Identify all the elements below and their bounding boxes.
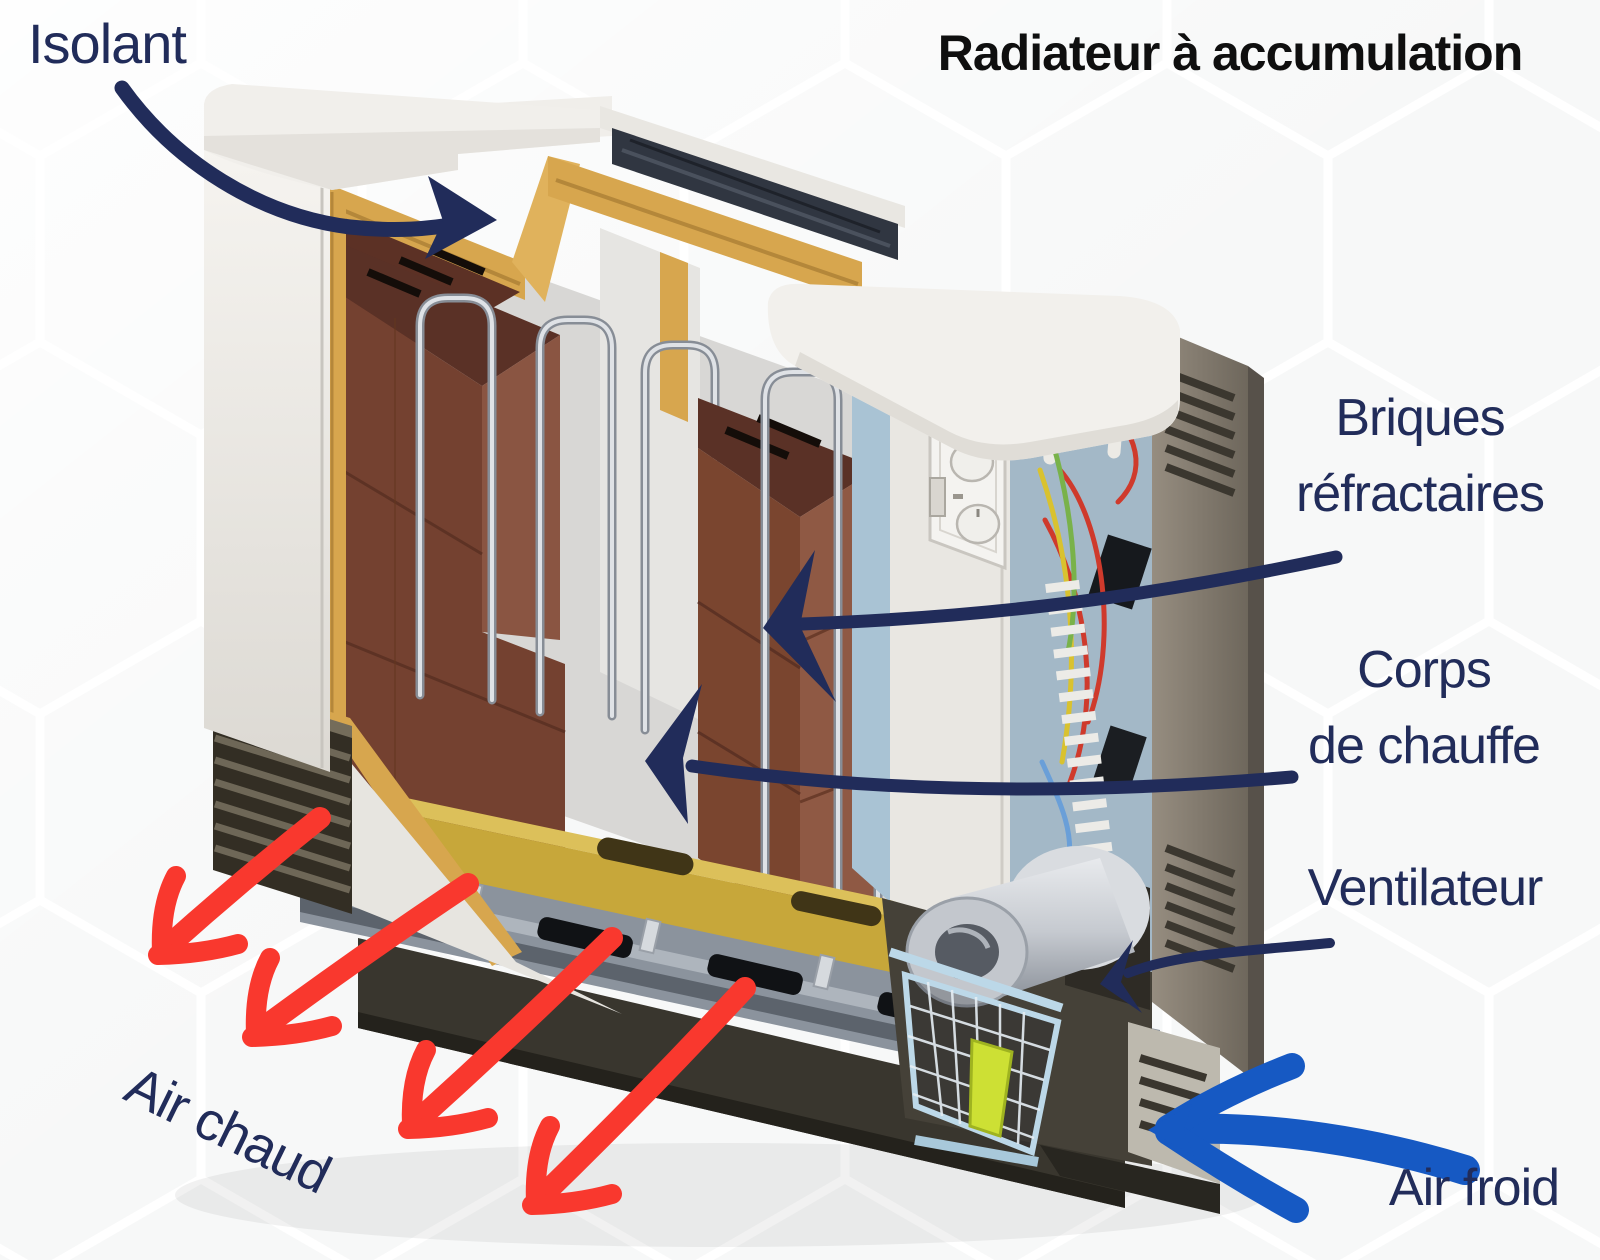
briques-label-line2: réfractaires xyxy=(1295,465,1545,523)
briques-arrow xyxy=(763,550,1343,702)
air-chaud-arrows xyxy=(148,807,756,1215)
air-froid-arrow xyxy=(1148,1053,1480,1223)
casing-top-cap xyxy=(204,84,600,190)
fan-tray-rail xyxy=(888,947,1064,1013)
base-bricks xyxy=(345,785,900,978)
casing-right-cap xyxy=(767,283,1180,461)
casing-left-panel xyxy=(204,142,330,772)
fan-guard-mesh xyxy=(901,970,1062,1157)
hot-air-arrow-2 xyxy=(242,873,479,1047)
isolant-label: Isolant xyxy=(28,12,187,75)
fan-cone xyxy=(968,1037,1014,1138)
hot-air-arrow-3 xyxy=(398,927,623,1139)
fan-unit xyxy=(882,846,1152,1167)
corps-de-chauffe-arrow xyxy=(645,684,1299,824)
casing-right-cap-shade xyxy=(795,352,1178,461)
heating-element-tubes-left xyxy=(415,293,720,740)
corps-de-chauffe-label: Corps de chauffe xyxy=(1278,632,1570,784)
ventilateur-arrow xyxy=(1100,938,1335,1013)
air-froid-label: Air froid xyxy=(1388,1159,1560,1217)
terminal-strip xyxy=(1045,579,1115,875)
hot-air-arrow-1 xyxy=(148,807,331,965)
hot-air-arrow-4 xyxy=(522,977,756,1215)
isolant-arrow xyxy=(114,80,497,259)
corps-label-line1: Corps xyxy=(1357,641,1492,699)
side-vent-panel xyxy=(1152,326,1264,1084)
briques-label-line1: Briques xyxy=(1335,389,1505,447)
charge-knob xyxy=(955,503,1001,545)
fan-tray-bottom xyxy=(914,1135,1039,1167)
inner-panel-blue xyxy=(852,312,890,902)
corps-label-line2: de chauffe xyxy=(1308,717,1541,775)
front-panel-wedge xyxy=(332,740,622,1014)
briques-refractaires-label: Briques réfractaires xyxy=(1268,380,1572,532)
ventilateur-label: Ventilateur xyxy=(1307,859,1544,917)
page-title: Radiateur à accumulation xyxy=(937,25,1524,81)
